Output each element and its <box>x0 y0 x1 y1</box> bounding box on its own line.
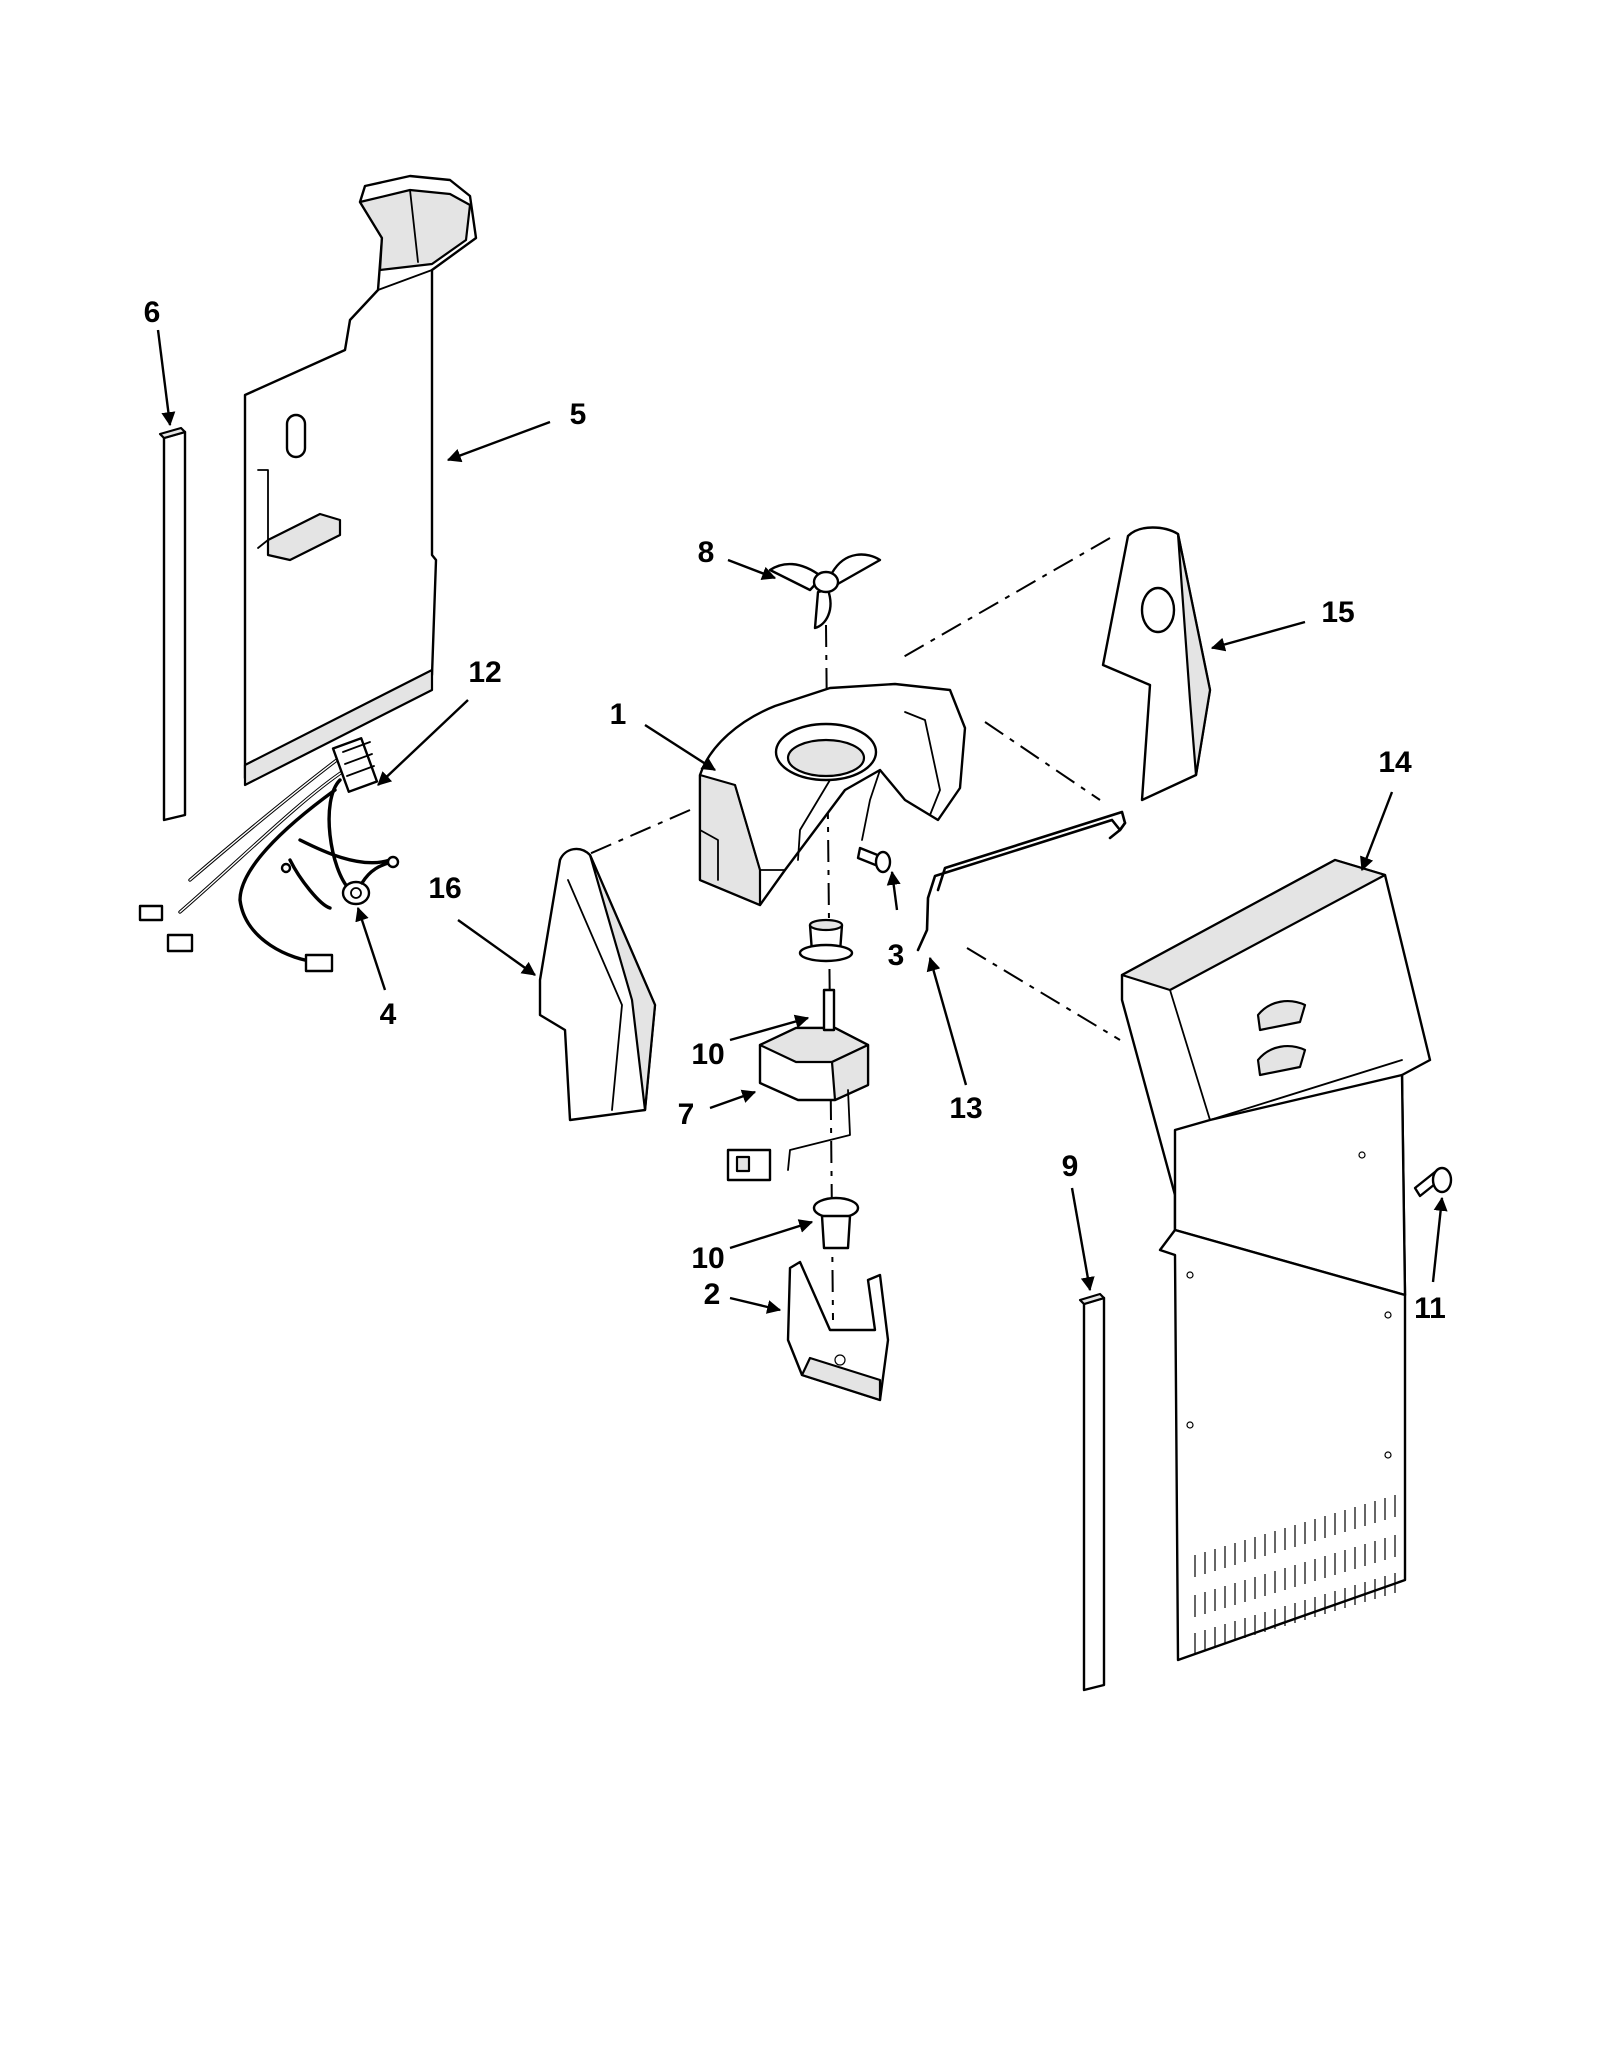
callout-14: 14 <box>1378 746 1412 779</box>
callout-2: 2 <box>704 1278 721 1311</box>
part-7-fan-motor[interactable] <box>726 988 870 1182</box>
callout-12: 12 <box>468 656 501 689</box>
part-15-insulation-block[interactable] <box>1101 526 1212 802</box>
callout-11: 11 <box>1414 1292 1446 1325</box>
callout-13: 13 <box>949 1092 982 1125</box>
part-16-insulation-block[interactable] <box>538 847 657 1122</box>
part-3-screw[interactable] <box>856 846 892 874</box>
part-10-bushing-upper[interactable] <box>798 918 854 963</box>
callout-10-lower: 10 <box>691 1242 724 1275</box>
callout-leaders <box>156 329 1448 1314</box>
part-12-wire-harness[interactable] <box>138 737 392 973</box>
part-11-screw[interactable] <box>1358 1151 1453 1198</box>
part-2-motor-bracket[interactable] <box>786 1260 890 1402</box>
part-1-fan-housing[interactable] <box>698 682 967 907</box>
callout-3: 3 <box>888 939 905 972</box>
part-5-air-duct-panel[interactable] <box>243 174 478 787</box>
callout-labels: 6 5 8 15 1 12 14 16 3 4 10 13 7 9 11 10 … <box>144 296 1446 1325</box>
part-4-thermistor[interactable] <box>341 855 400 906</box>
callout-15: 15 <box>1321 596 1354 629</box>
vent-slots <box>1194 1495 1396 1653</box>
callout-5: 5 <box>570 398 587 431</box>
callout-9: 9 <box>1062 1150 1079 1183</box>
part-6-seal-strip[interactable] <box>158 426 187 822</box>
part-13-wire-bracket[interactable] <box>916 810 1127 952</box>
callout-4: 4 <box>380 998 397 1031</box>
part-10-bushing-lower[interactable] <box>812 1196 860 1250</box>
callout-10-upper: 10 <box>691 1038 724 1071</box>
callout-16: 16 <box>428 872 461 905</box>
part-8-fan-blade[interactable] <box>768 553 882 630</box>
callout-1: 1 <box>610 698 627 731</box>
callout-6: 6 <box>144 296 161 329</box>
part-9-seal-strip[interactable] <box>1078 1292 1106 1692</box>
part-14-rear-panel[interactable] <box>1120 858 1432 1662</box>
callout-8: 8 <box>698 536 715 569</box>
callout-7: 7 <box>678 1098 695 1131</box>
